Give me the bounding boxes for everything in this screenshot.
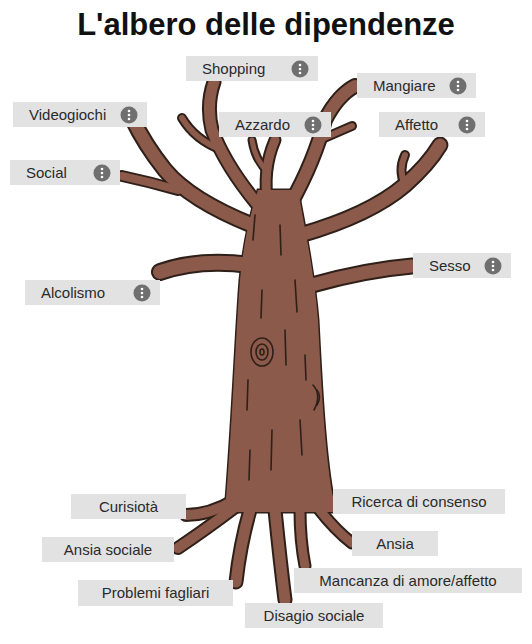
info-icon-dot (101, 167, 104, 170)
info-icon-disc (292, 60, 309, 77)
branch-label: Alcolismo (25, 280, 160, 305)
info-icon (291, 60, 309, 78)
info-icon-dot (466, 127, 469, 130)
info-icon-dot (141, 291, 144, 294)
branch-label: Mangiare (357, 73, 476, 98)
label-text: Affetto (395, 116, 438, 134)
info-icon-dot (466, 119, 469, 122)
info-icon-dot (312, 127, 315, 130)
bark-marks (247, 215, 320, 480)
branch-label: Social (10, 160, 120, 185)
label-text: Azzardo (235, 116, 290, 134)
info-icon-dot (457, 88, 460, 91)
info-icon (304, 116, 322, 134)
branch-label: Sesso (413, 253, 511, 278)
trunk-fill (225, 190, 336, 512)
info-icon-dot (141, 295, 144, 298)
info-icon-disc (485, 257, 502, 274)
info-icon-dot (492, 260, 495, 263)
info-icon-dot (299, 71, 302, 74)
info-icon-disc (305, 116, 322, 133)
info-icon (484, 257, 502, 275)
branch-label: Videogiochi (13, 102, 147, 127)
info-icon-disc (134, 284, 151, 301)
diagram-title: L'albero delle dipendenze (77, 6, 455, 44)
info-icon-dot (128, 117, 131, 120)
label-text: Curisiotà (99, 498, 158, 516)
root-label: Mancanza di amore/affetto (294, 568, 522, 593)
root-label: Ansia (352, 531, 438, 556)
branch-label: Affetto (379, 112, 485, 137)
label-text: Ansia sociale (64, 541, 152, 559)
root-label: Curisiotà (71, 494, 186, 519)
info-icon-disc (94, 164, 111, 181)
branch-fills (122, 82, 440, 600)
label-text: Mancanza di amore/affetto (319, 572, 496, 590)
branch-outlines (122, 82, 440, 600)
root-label: Ansia sociale (42, 537, 174, 562)
info-icon-dot (466, 123, 469, 126)
info-icon-dot (128, 113, 131, 116)
info-icon-disc (459, 116, 476, 133)
info-icon-dot (141, 287, 144, 290)
label-text: Social (26, 164, 67, 182)
label-text: Alcolismo (41, 284, 105, 302)
info-icon (93, 164, 111, 182)
label-text: Mangiare (373, 77, 436, 95)
info-icon (120, 106, 138, 124)
label-text: Disagio sociale (264, 607, 365, 625)
info-icon (458, 116, 476, 134)
root-label: Problemi fagliari (78, 580, 233, 606)
branch-label: Azzardo (219, 112, 331, 137)
info-icon-disc (450, 77, 467, 94)
branch-label: Shopping (186, 56, 318, 81)
info-icon-dot (128, 109, 131, 112)
info-icon-dot (299, 63, 302, 66)
label-text: Shopping (202, 60, 265, 78)
root-label: Ricerca di consenso (333, 489, 505, 514)
info-icon-dot (312, 123, 315, 126)
info-icon-dot (492, 264, 495, 267)
info-icon-dot (299, 67, 302, 70)
info-icon-disc (121, 106, 138, 123)
info-icon-dot (492, 268, 495, 271)
info-icon-dot (101, 171, 104, 174)
info-icon-dot (457, 84, 460, 87)
trunk-outline (225, 190, 336, 512)
info-icon-dot (312, 119, 315, 122)
info-icon-dot (101, 175, 104, 178)
label-text: Ansia (376, 535, 414, 553)
label-text: Problemi fagliari (102, 584, 210, 602)
root-label: Disagio sociale (245, 603, 383, 628)
info-icon (449, 77, 467, 95)
info-icon (133, 284, 151, 302)
label-text: Videogiochi (29, 106, 106, 124)
label-text: Sesso (429, 257, 471, 275)
label-text: Ricerca di consenso (351, 493, 486, 511)
info-icon-dot (457, 80, 460, 83)
